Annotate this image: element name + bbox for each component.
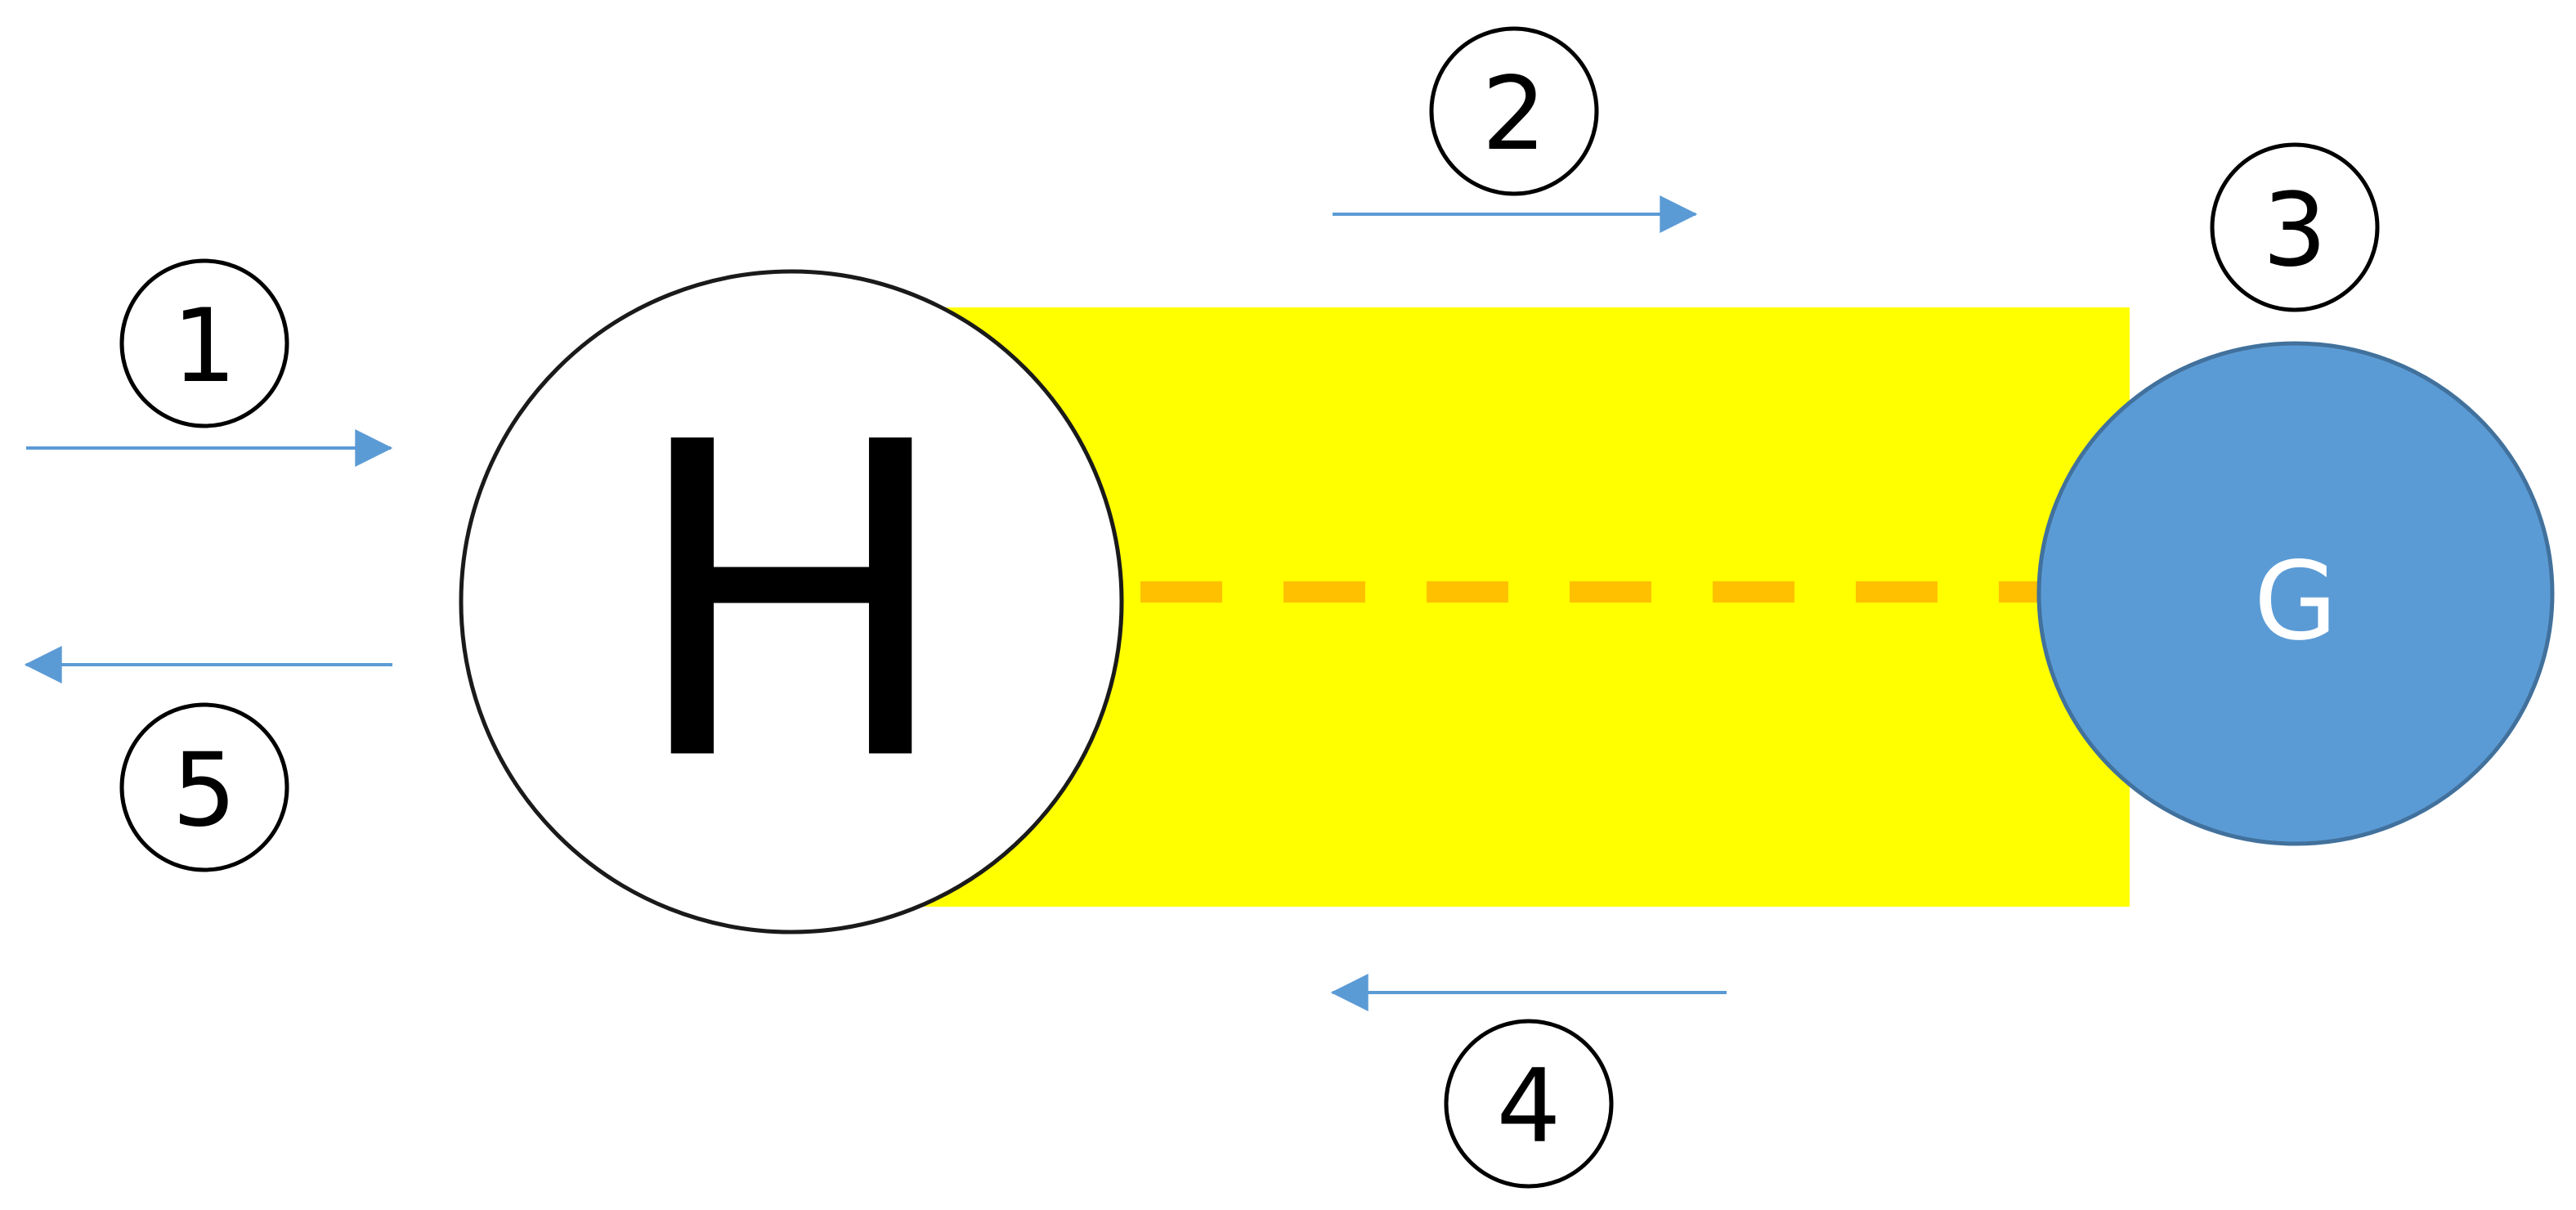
step-badge-4-label: 4 [1497, 1048, 1561, 1166]
step-badge-4: 4 [1444, 1019, 1614, 1189]
step-badge-1-label: 1 [172, 288, 237, 406]
g-node: G [2036, 341, 2555, 846]
step-badge-1: 1 [119, 258, 289, 428]
h-node: H [459, 269, 1124, 934]
step-badge-5-label: 5 [172, 732, 237, 849]
step-badge-3: 3 [2210, 142, 2380, 312]
g-node-label: G [2254, 539, 2337, 665]
h-node-circle [459, 269, 1124, 934]
g-node-circle [2036, 341, 2555, 846]
step-badge-2: 2 [1429, 26, 1599, 196]
step-badge-2-label: 2 [1482, 56, 1547, 173]
h-node-label: H [629, 352, 955, 856]
step-badge-5: 5 [119, 702, 289, 872]
step-badge-3-label: 3 [2263, 172, 2327, 289]
